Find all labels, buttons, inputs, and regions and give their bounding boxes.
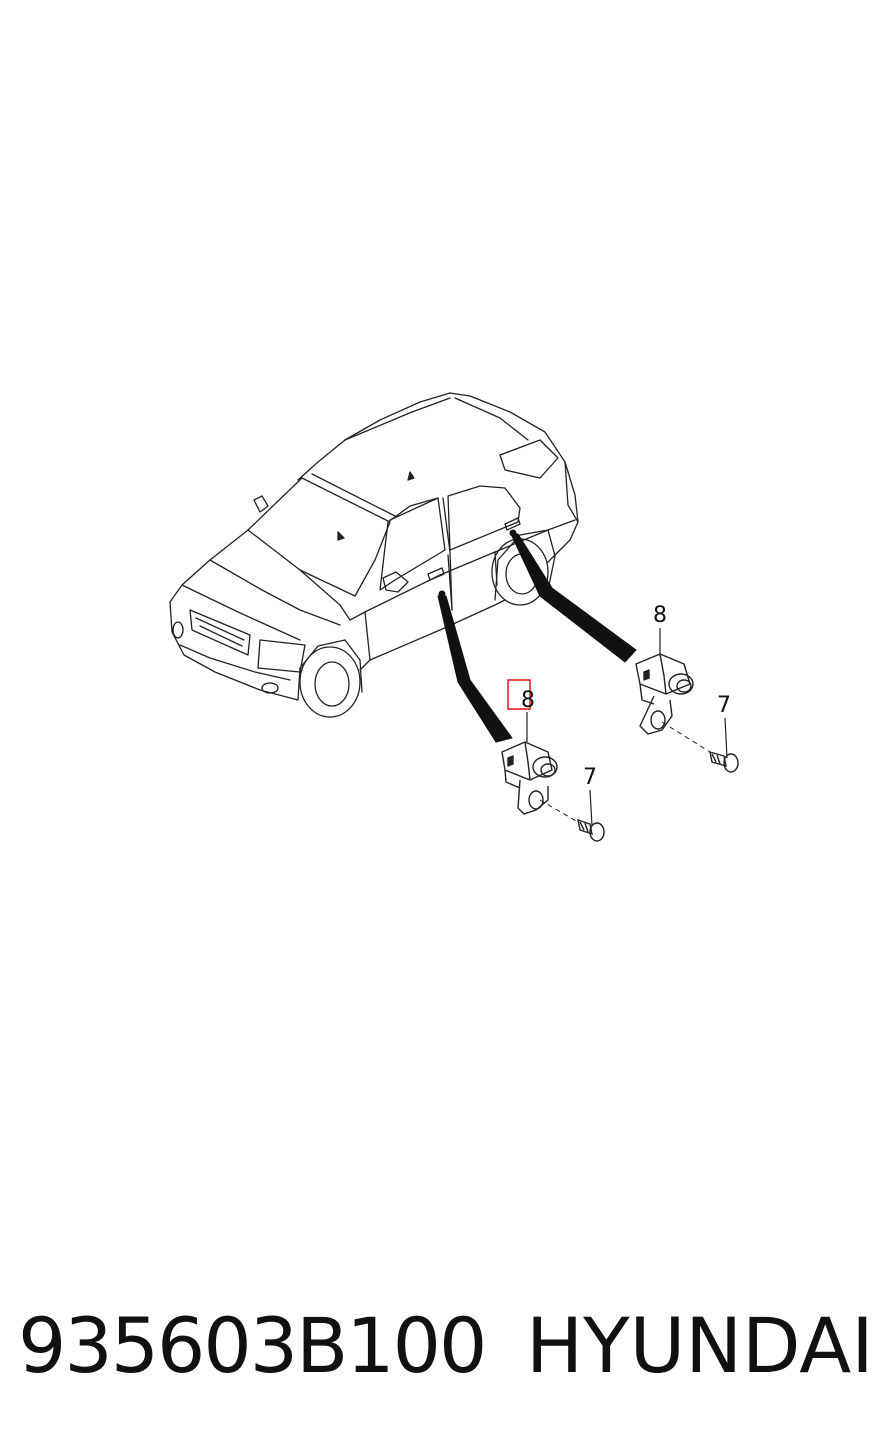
brand-name: HYUNDAI xyxy=(526,1301,874,1390)
door-sensor-upper xyxy=(635,653,694,735)
callout-part-8-upper: 8 xyxy=(653,603,667,628)
callout-part-8-lower: 8 xyxy=(521,688,535,713)
leader-bands xyxy=(437,529,637,743)
assembly-axis-lines xyxy=(539,721,711,823)
screw-upper xyxy=(709,751,739,773)
highlight-box xyxy=(507,679,531,710)
screw-lower xyxy=(577,818,605,842)
callout-part-7-upper: 7 xyxy=(717,693,731,718)
vehicle-illustration xyxy=(169,392,579,718)
footer-caption: 935603B100 HYUNDAI xyxy=(18,1296,878,1396)
callout-part-7-lower: 7 xyxy=(583,765,597,790)
door-sensor-lower xyxy=(501,741,558,815)
part-number: 935603B100 xyxy=(18,1301,487,1390)
callout-leaders xyxy=(526,628,728,827)
